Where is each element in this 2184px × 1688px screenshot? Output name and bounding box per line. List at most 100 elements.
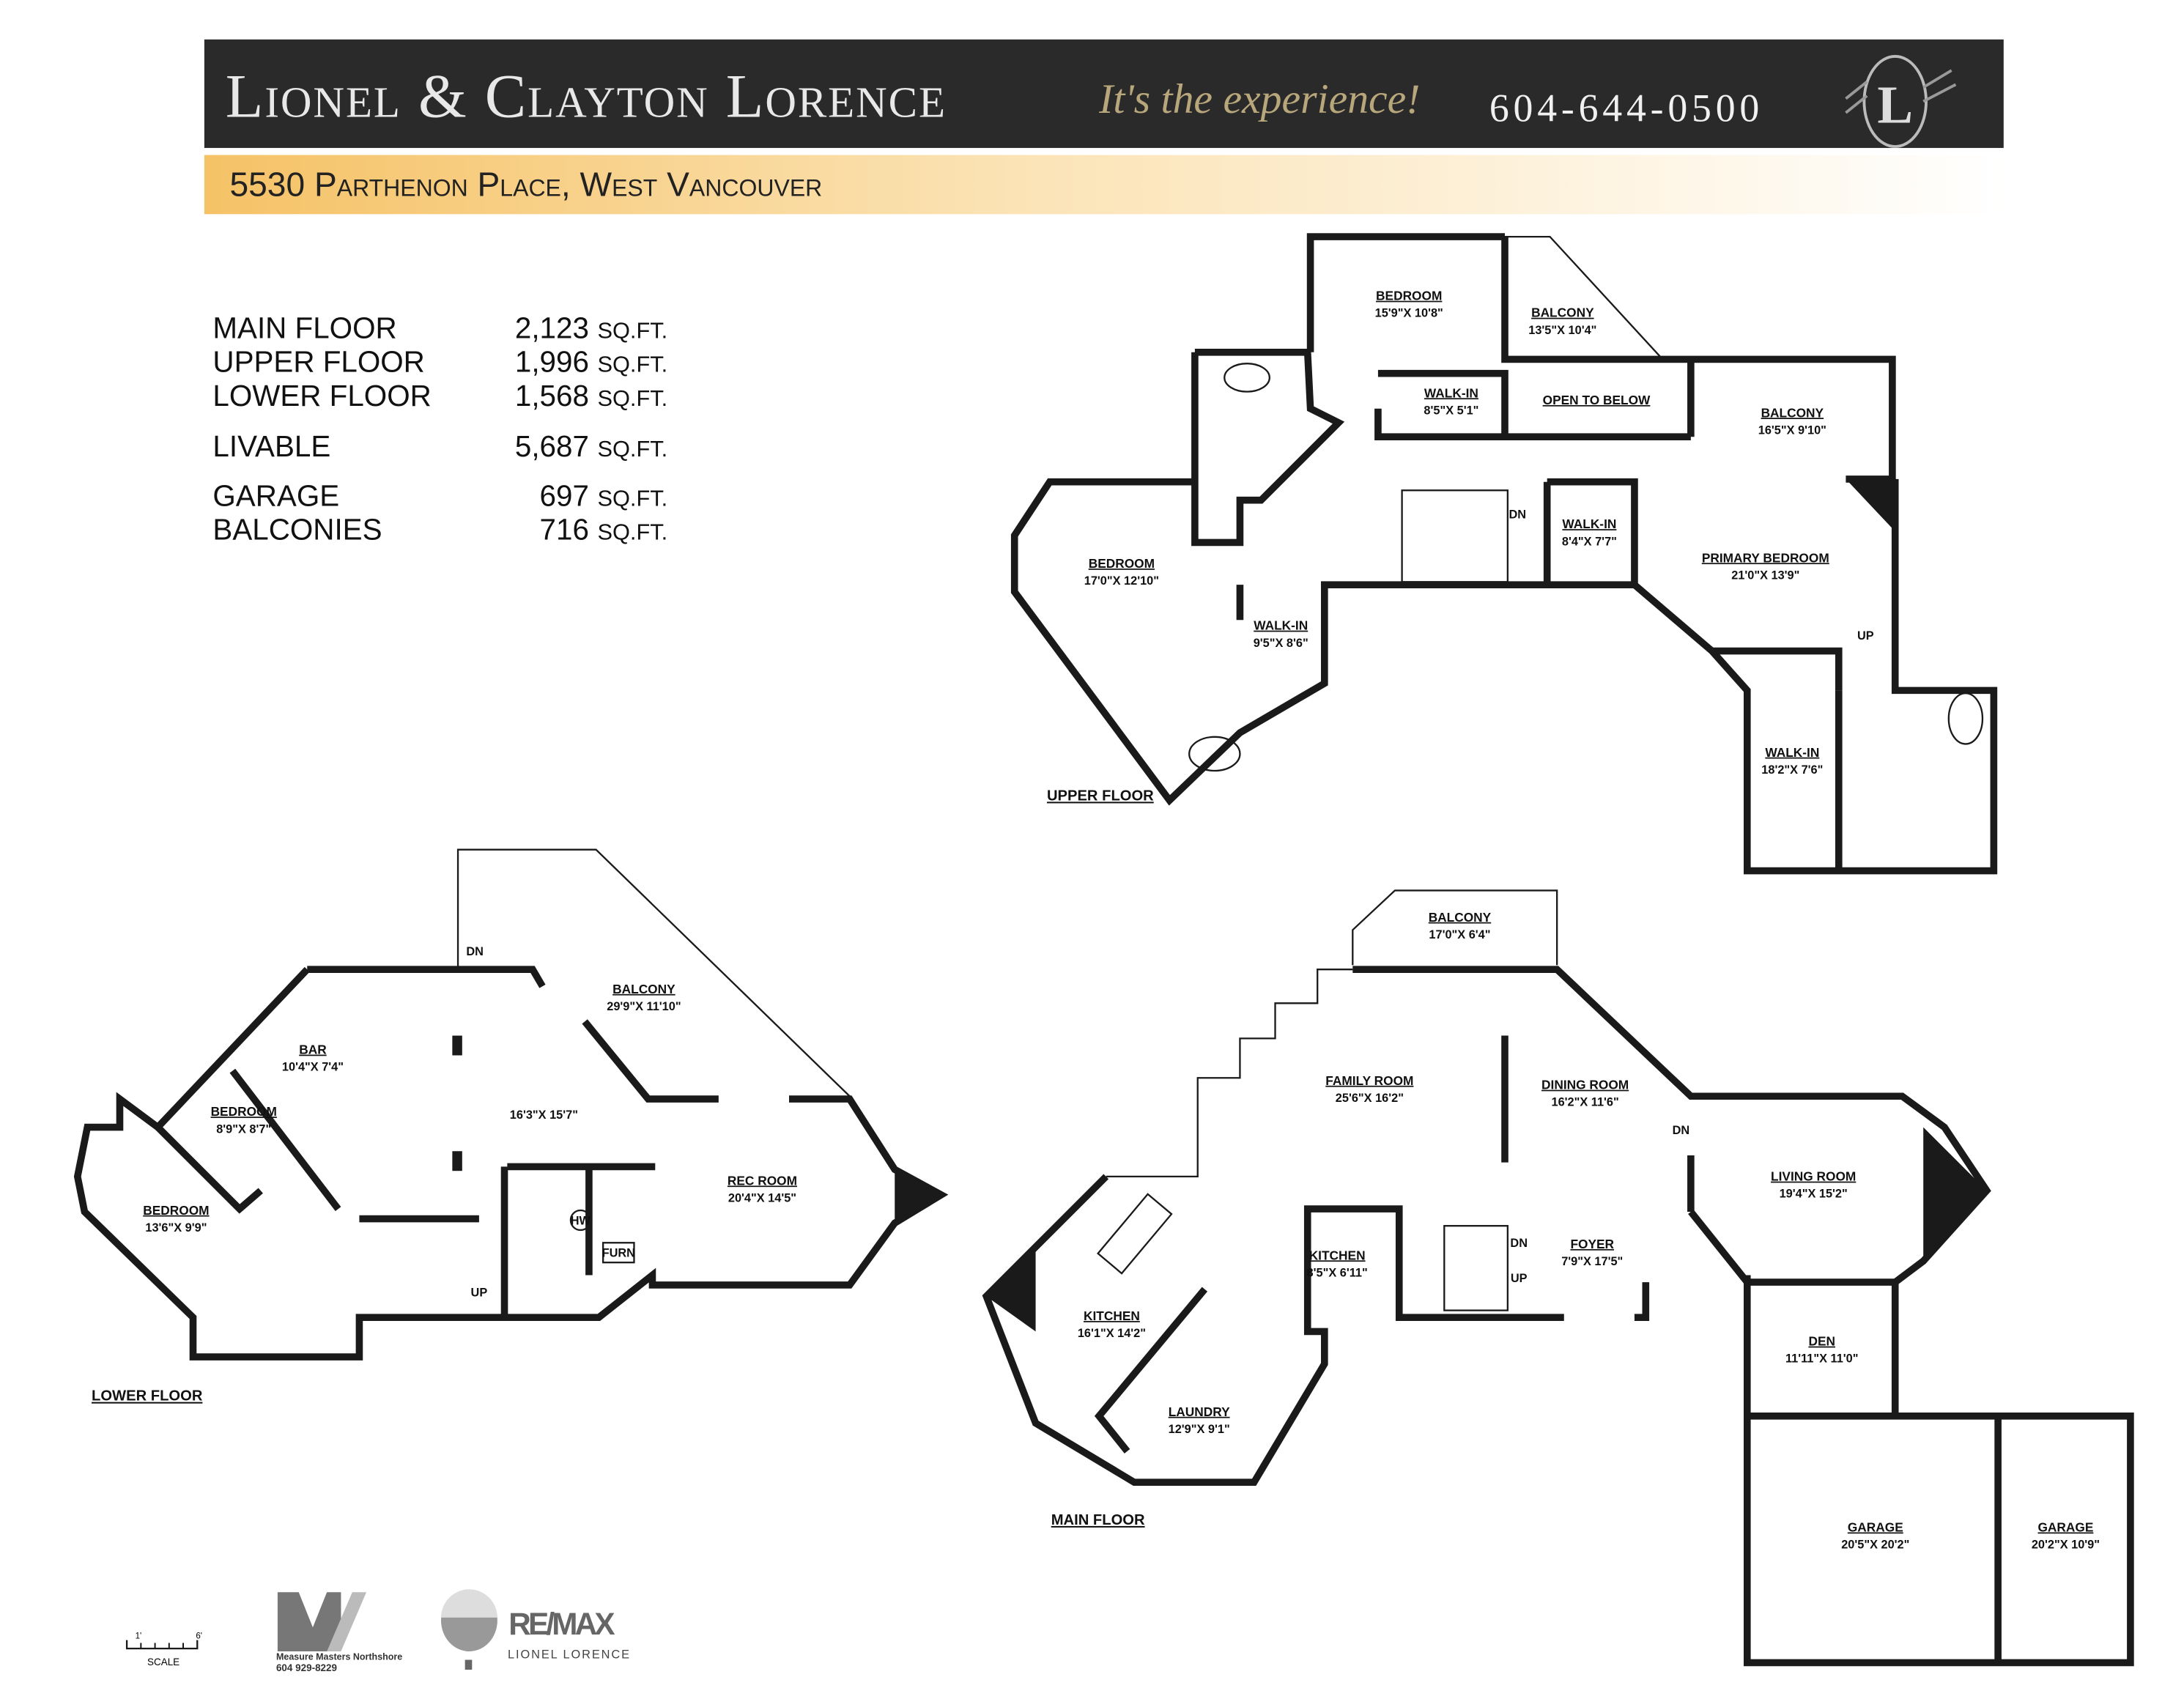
address-band: 5530 Parthenon Place, West Vancouver <box>204 155 2004 215</box>
plan-mark: FURN <box>602 1246 635 1259</box>
area-value: 2,123 <box>515 311 589 345</box>
room-dimensions: 8'4"X 7'7" <box>1562 535 1617 548</box>
room-label: OPEN TO BELOW <box>1543 393 1651 407</box>
area-label: LIVABLE <box>212 429 330 463</box>
plan-mark: HW <box>571 1214 591 1227</box>
room-dimensions: 21'0"X 13'9" <box>1731 569 1799 582</box>
upper-floor-plan <box>1010 233 1998 875</box>
area-value: 1,996 <box>515 345 589 379</box>
scale-bar: 1' 6' SCALE <box>125 1632 202 1667</box>
room-dimensions: 10'4"X 7'4" <box>282 1061 344 1074</box>
room-label: KITCHEN <box>1084 1308 1140 1323</box>
floor-title: MAIN FLOOR <box>1051 1512 1145 1528</box>
room-dimensions: 11'11"X 11'0" <box>1785 1352 1859 1366</box>
room-label: BEDROOM <box>1376 289 1442 303</box>
room-dimensions: 7'9"X 17'5" <box>1561 1255 1623 1268</box>
room-dimensions: 16'1"X 14'2" <box>1078 1327 1146 1340</box>
room-dimensions: 29'9"X 11'10" <box>607 1000 681 1013</box>
room-dimensions: 12'9"X 9'1" <box>1169 1423 1230 1436</box>
measure-masters-logo: Measure Masters Northshore 604 929-8229 <box>276 1592 402 1673</box>
room-label: BALCONY <box>1531 306 1594 320</box>
agent-name: LIONEL LORENCE <box>508 1648 631 1662</box>
area-unit: SQ.FT. <box>597 519 667 545</box>
room-label: WALK-IN <box>1254 618 1308 633</box>
room-label: BALCONY <box>1761 405 1824 420</box>
room-label: REC ROOM <box>728 1173 797 1188</box>
svg-text:L: L <box>1877 75 1913 134</box>
room-label: WALK-IN <box>1765 745 1819 760</box>
room-label: LAUNDRY <box>1169 1404 1230 1419</box>
plan-mark: UP <box>471 1286 488 1299</box>
area-value: 1,568 <box>515 379 589 412</box>
lower-floor-plan <box>73 848 949 1361</box>
room-dimensions: 8'5"X 6'11" <box>1307 1266 1368 1279</box>
room-label: DEN <box>1808 1334 1835 1349</box>
room-label: FAMILY ROOM <box>1325 1073 1413 1088</box>
svg-text:RE/MAX: RE/MAX <box>508 1607 615 1641</box>
balloon-icon <box>440 1589 497 1670</box>
area-unit: SQ.FT. <box>597 318 667 344</box>
area-label: MAIN FLOOR <box>212 311 396 345</box>
floor-title: UPPER FLOOR <box>1047 788 1154 804</box>
plan-mark: DN <box>466 945 484 958</box>
room-dimensions: 25'6"X 16'2" <box>1336 1092 1404 1105</box>
ll-logo-icon: L <box>1845 55 1957 148</box>
room-dimensions: 19'4"X 15'2" <box>1780 1188 1848 1201</box>
area-label: UPPER FLOOR <box>212 345 424 379</box>
room-label: BAR <box>299 1043 327 1057</box>
room-dimensions: 17'0"X 6'4" <box>1429 928 1490 941</box>
tagline: It's the experience! <box>1098 76 1420 122</box>
room-label: DINING ROOM <box>1541 1078 1629 1092</box>
room-dimensions: 20'2"X 10'9" <box>2032 1539 2100 1552</box>
room-dimensions: 16'3"X 15'7" <box>510 1108 578 1122</box>
room-dimensions: 17'0"X 12'10" <box>1084 574 1159 588</box>
room-label: GARAGE <box>1848 1520 1903 1535</box>
room-dimensions: 8'9"X 8'7" <box>216 1122 271 1136</box>
phone-number: 604-644-0500 <box>1489 86 1763 130</box>
room-label: PRIMARY BEDROOM <box>1702 550 1829 565</box>
remax-logo: RE/MAX LIONEL LORENCE <box>440 1589 631 1670</box>
room-dimensions: 15'9"X 10'8" <box>1375 307 1443 320</box>
room-label: BALCONY <box>612 982 675 996</box>
room-dimensions: 8'5"X 5'1" <box>1424 404 1478 417</box>
area-unit: SQ.FT. <box>597 385 667 411</box>
room-label: FOYER <box>1570 1237 1614 1251</box>
floor-title: LOWER FLOOR <box>92 1388 203 1404</box>
area-unit: SQ.FT. <box>597 485 667 511</box>
area-unit: SQ.FT. <box>597 436 667 462</box>
plan-mark: DN <box>1509 508 1527 522</box>
area-unit: SQ.FT. <box>597 352 667 377</box>
room-label: LIVING ROOM <box>1771 1169 1856 1184</box>
scale-label: SCALE <box>147 1656 179 1667</box>
area-label: LOWER FLOOR <box>212 379 431 412</box>
area-value: 697 <box>540 478 589 512</box>
plan-mark: UP <box>1857 629 1874 643</box>
room-dimensions: 18'2"X 7'6" <box>1761 763 1823 777</box>
measurer-name: Measure Masters Northshore <box>276 1652 402 1662</box>
area-value: 5,687 <box>515 429 589 463</box>
scale-start: 1' <box>136 1632 142 1641</box>
area-label: BALCONIES <box>212 513 382 547</box>
plan-mark: DN <box>1673 1124 1690 1137</box>
room-dimensions: 16'5"X 9'10" <box>1758 423 1826 437</box>
room-label: KITCHEN <box>1309 1248 1366 1262</box>
room-label: BEDROOM <box>1089 556 1155 571</box>
room-dimensions: 20'5"X 20'2" <box>1841 1539 1909 1552</box>
room-label: BEDROOM <box>143 1203 209 1218</box>
room-dimensions: 13'6"X 9'9" <box>145 1221 207 1234</box>
room-label: GARAGE <box>2037 1520 2093 1535</box>
room-dimensions: 20'4"X 14'5" <box>728 1191 796 1204</box>
room-label: WALK-IN <box>1562 517 1616 531</box>
property-address: 5530 Parthenon Place, West Vancouver <box>229 165 822 203</box>
main-floor-plan <box>982 889 2134 1667</box>
room-dimensions: 16'2"X 11'6" <box>1551 1096 1618 1109</box>
room-label: BEDROOM <box>211 1104 277 1119</box>
header-bar: Lionel & Clayton Lorence It's the experi… <box>204 39 2004 148</box>
measurer-phone: 604 929-8229 <box>276 1662 337 1673</box>
area-label: GARAGE <box>212 478 339 512</box>
plan-mark: DN <box>1510 1237 1528 1250</box>
scale-end: 6' <box>196 1632 202 1641</box>
room-label: WALK-IN <box>1424 385 1478 400</box>
